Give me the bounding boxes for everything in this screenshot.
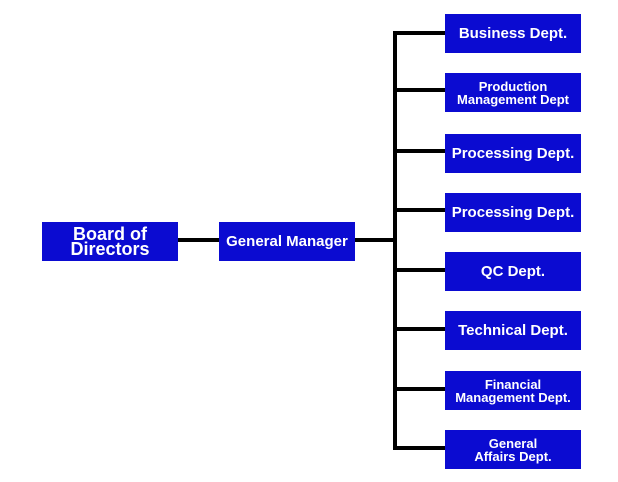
- processing-dept-label-1: Processing Dept.: [451, 145, 575, 162]
- processing-dept-box-2: Processing Dept.: [445, 193, 581, 232]
- qc-dept-box: QC Dept.: [445, 252, 581, 291]
- business-dept-box: Business Dept.: [445, 14, 581, 53]
- technical-dept-box: Technical Dept.: [445, 311, 581, 350]
- general-affairs-dept-label: General Affairs Dept.: [474, 435, 552, 464]
- board-of-directors-box: Board of Directors: [42, 222, 178, 261]
- qc-dept-label: QC Dept.: [480, 263, 546, 280]
- processing-dept-label-2: Processing Dept.: [451, 204, 575, 221]
- processing-dept-box-1: Processing Dept.: [445, 134, 581, 173]
- general-manager-box: General Manager: [219, 222, 355, 261]
- general-affairs-dept-box: General Affairs Dept.: [445, 430, 581, 469]
- general-manager-label: General Manager: [226, 233, 348, 250]
- production-management-dept-box: Production Management Dept: [445, 73, 581, 112]
- production-management-dept-label: Production Management Dept: [457, 78, 569, 107]
- technical-dept-label: Technical Dept.: [458, 322, 568, 339]
- business-dept-label: Business Dept.: [458, 25, 568, 42]
- financial-management-dept-box: Financial Management Dept.: [445, 371, 581, 410]
- board-of-directors-label: Board of Directors: [70, 223, 150, 259]
- financial-management-dept-label: Financial Management Dept.: [455, 376, 571, 405]
